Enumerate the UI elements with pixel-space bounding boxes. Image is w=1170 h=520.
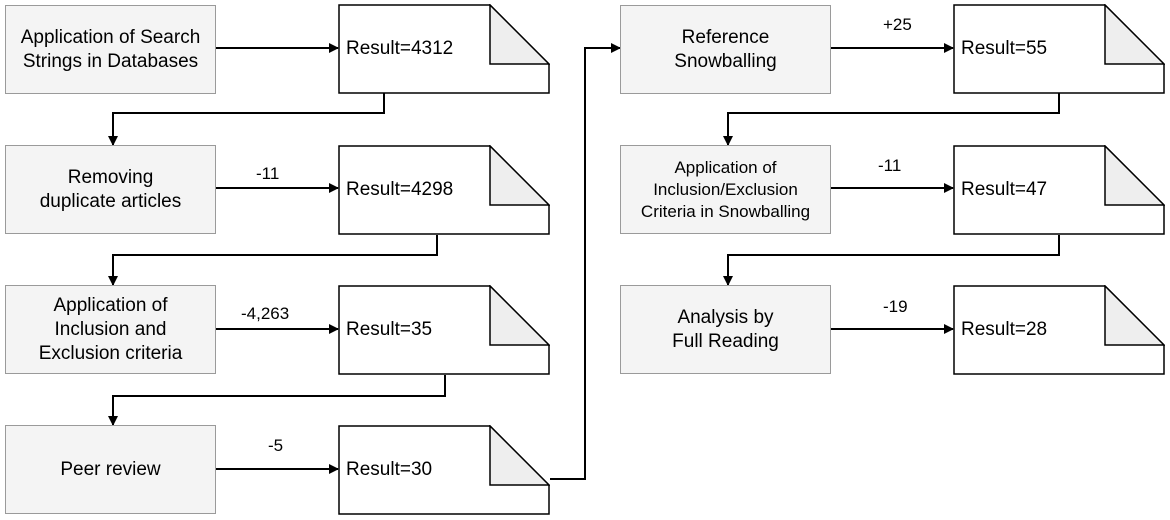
document-icon [338, 145, 550, 235]
arrow-result1-to-step2 [108, 92, 385, 146]
result-value: Result=55 [961, 38, 1048, 59]
step-full-reading: Analysis by Full Reading [620, 285, 831, 374]
result-doc-5: Result=55 [953, 4, 1165, 94]
document-icon [953, 145, 1165, 235]
step-inclusion-exclusion: Application of Inclusion and Exclusion c… [5, 285, 216, 374]
delta-label: -4,263 [241, 304, 290, 323]
result-doc-7: Result=28 [953, 285, 1165, 375]
result-doc-6: Result=47 [953, 145, 1165, 235]
step-search-strings: Application of Search Strings in Databas… [5, 5, 216, 94]
delta-label: -11 [878, 156, 902, 175]
arrow-result4-to-snowballing [550, 43, 621, 480]
document-icon [953, 4, 1165, 94]
result-value: Result=4312 [346, 38, 454, 59]
result-value: Result=47 [961, 179, 1048, 200]
result-doc-2: Result=4298 [338, 145, 550, 235]
result-value: Result=4298 [346, 179, 454, 200]
step-removing-duplicates: Removing duplicate articles [5, 145, 216, 234]
document-icon [338, 4, 550, 94]
result-doc-3: Result=35 [338, 285, 550, 375]
delta-label: -19 [883, 297, 908, 316]
arrow-result3-to-step4 [108, 375, 446, 426]
arrow-result5-to-criteria [723, 92, 1060, 146]
result-doc-1: Result=4312 [338, 4, 550, 94]
result-value: Result=35 [346, 319, 433, 340]
document-icon [338, 425, 550, 515]
step-peer-review: Peer review [5, 425, 216, 514]
arrow-result2-to-step3 [108, 235, 438, 286]
step-criteria-in-snowballing: Application of Inclusion/Exclusion Crite… [620, 145, 831, 234]
document-icon [338, 285, 550, 375]
step-reference-snowballing: Reference Snowballing [620, 5, 831, 94]
document-icon [953, 285, 1165, 375]
result-value: Result=28 [961, 319, 1048, 340]
arrow-result6-to-reading [723, 235, 1060, 286]
delta-label: -11 [256, 164, 280, 183]
delta-label: -5 [268, 436, 284, 455]
result-doc-4: Result=30 [338, 425, 550, 515]
delta-label: +25 [883, 15, 912, 34]
result-value: Result=30 [346, 459, 433, 480]
